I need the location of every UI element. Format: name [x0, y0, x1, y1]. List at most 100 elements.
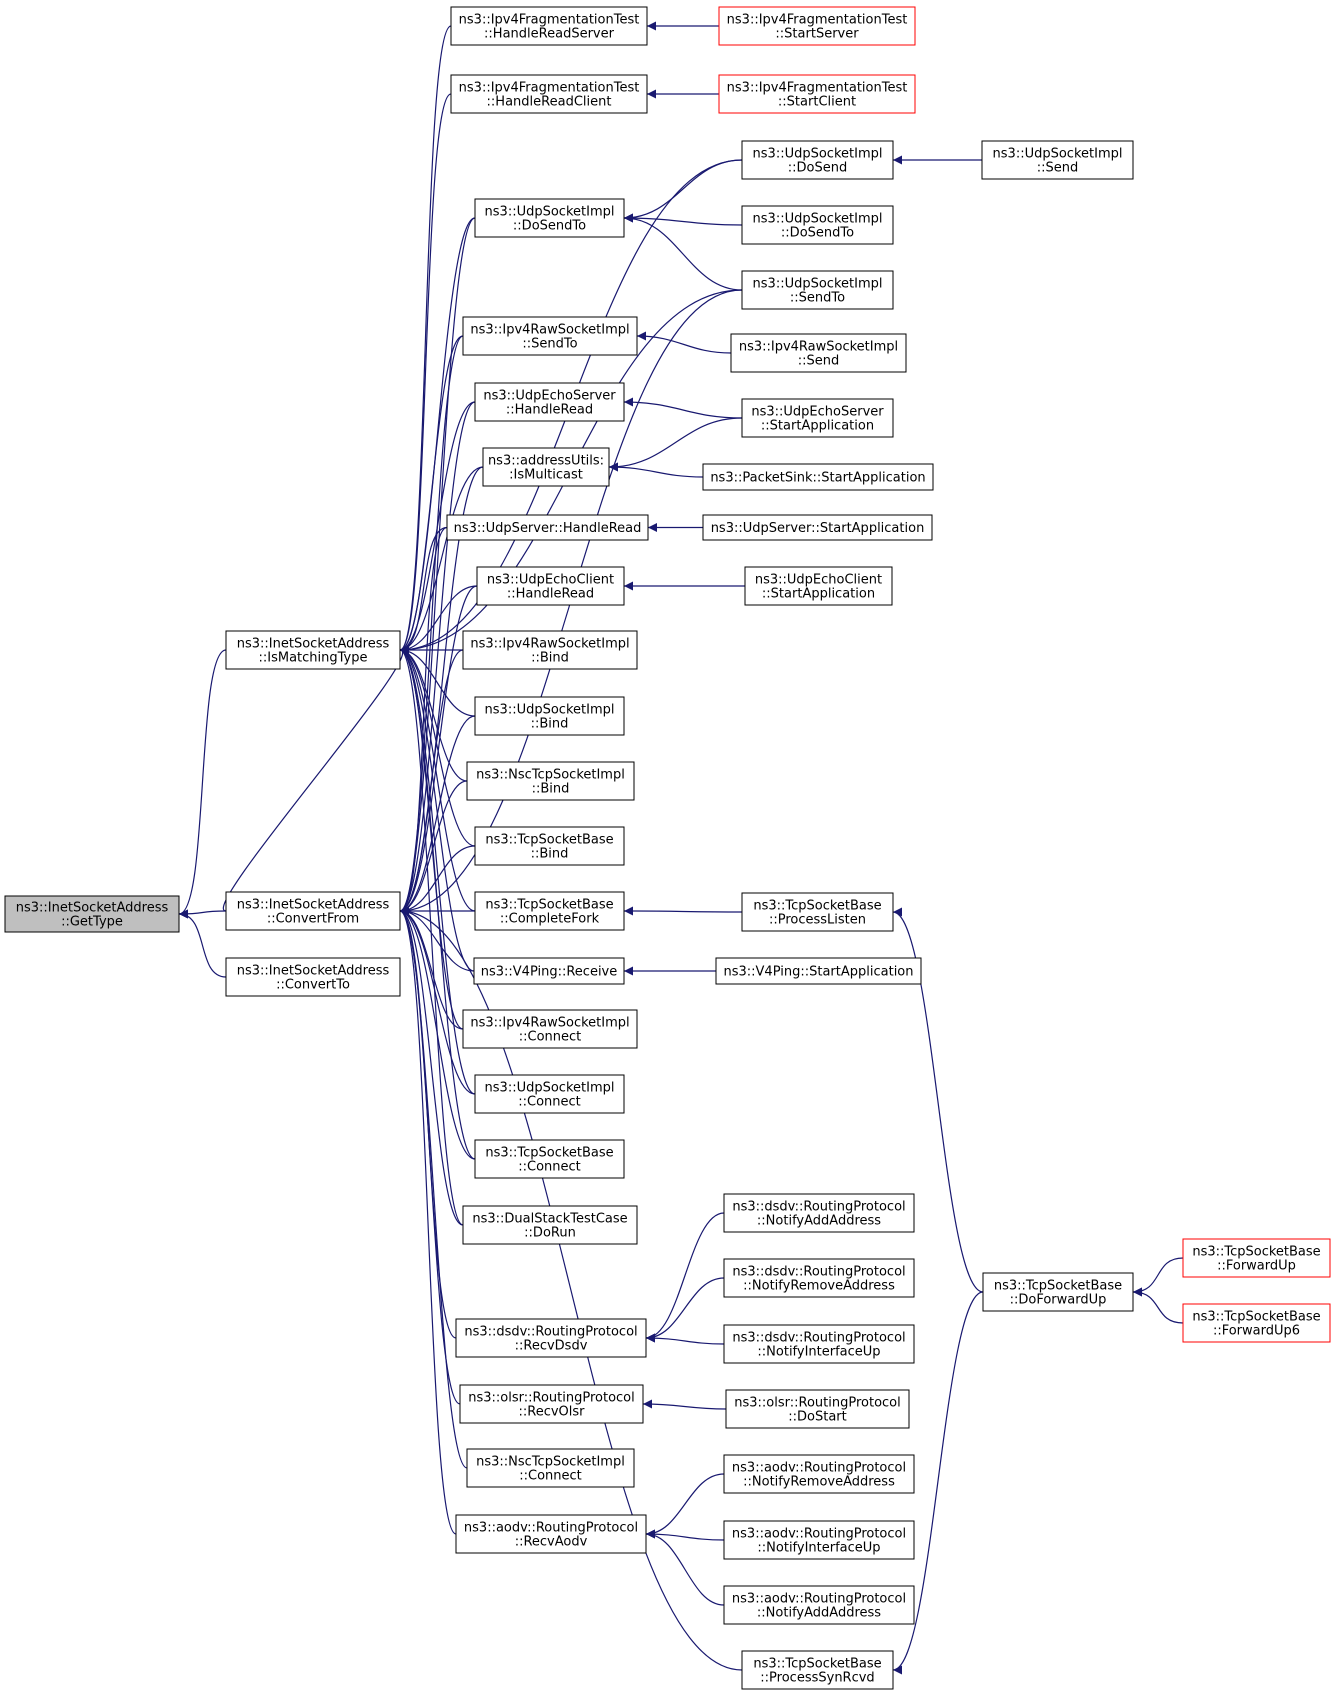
node-nscbind[interactable]: ns3::NscTcpSocketImpl::Bind	[466, 761, 635, 801]
node-label: ::DoSend	[788, 161, 847, 176]
edge-udpsendto-to-udpdosendto	[623, 213, 743, 291]
node-processsynrcvd[interactable]: ns3::TcpSocketBase::ProcessSynRcvd	[741, 1650, 894, 1690]
node-udpconnect[interactable]: ns3::UdpSocketImpl::Connect	[474, 1074, 625, 1114]
node-dsdvnotifyremove[interactable]: ns3::dsdv::RoutingProtocol::NotifyRemove…	[723, 1258, 915, 1298]
node-label: ns3::InetSocketAddress	[237, 964, 390, 979]
node-hrs[interactable]: ns3::Ipv4FragmentationTest::HandleReadSe…	[450, 6, 648, 46]
node-echoclienthr[interactable]: ns3::UdpEchoClient::HandleRead	[476, 566, 625, 606]
node-box	[741, 205, 894, 245]
edge-processlisten-to-completefork	[623, 906, 743, 916]
node-box	[718, 6, 916, 46]
node-label: ::NotifyInterfaceUp	[757, 1345, 880, 1360]
node-label: ::DoSendTo	[781, 226, 854, 241]
node-forwardup6[interactable]: ns3::TcpSocketBase::ForwardUp6	[1182, 1303, 1331, 1343]
node-tcpbind[interactable]: ns3::TcpSocketBase::Bind	[474, 826, 625, 866]
node-rawconnect[interactable]: ns3::Ipv4RawSocketImpl::Connect	[462, 1009, 638, 1049]
node-label: ::DoRun	[524, 1226, 576, 1241]
node-recvdsdv[interactable]: ns3::dsdv::RoutingProtocol::RecvDsdv	[455, 1318, 647, 1358]
node-label: ns3::aodv::RoutingProtocol	[732, 1592, 906, 1607]
node-label: ::HandleReadClient	[487, 95, 612, 110]
node-label: ::HandleRead	[506, 403, 593, 418]
node-box	[744, 566, 893, 606]
node-udpdosendto2[interactable]: ns3::UdpSocketImpl::DoSendTo	[741, 205, 894, 245]
node-udpsend[interactable]: ns3::UdpSocketImpl::Send	[981, 140, 1134, 180]
node-echoserverstart[interactable]: ns3::UdpEchoServer::StartApplication	[741, 398, 894, 438]
node-udpdosendto[interactable]: ns3::UdpSocketImpl::DoSendTo	[474, 198, 625, 238]
edge-hrc-to-ismatching	[399, 93, 452, 655]
node-convertto[interactable]: ns3::InetSocketAddress::ConvertTo	[225, 957, 401, 997]
node-box	[446, 514, 649, 541]
node-v4start[interactable]: ns3::V4Ping::StartApplication	[715, 957, 922, 985]
node-dsdvnotifyadd[interactable]: ns3::dsdv::RoutingProtocol::NotifyAddAdd…	[723, 1193, 915, 1233]
node-rawbind[interactable]: ns3::Ipv4RawSocketImpl::Bind	[462, 630, 638, 670]
edge-nscconnect-to-convertfrom	[399, 906, 468, 1469]
node-recvaodv[interactable]: ns3::aodv::RoutingProtocol::RecvAodv	[455, 1514, 647, 1554]
node-udpsendto[interactable]: ns3::UdpSocketImpl::SendTo	[741, 270, 894, 310]
node-ismulticast[interactable]: ns3::addressUtils::IsMulticast	[482, 447, 610, 487]
node-label: ::Connect	[519, 1469, 582, 1484]
node-label: ::ForwardUp	[1217, 1259, 1296, 1274]
node-label: ns3::olsr::RoutingProtocol	[734, 1396, 901, 1411]
node-completefork[interactable]: ns3::TcpSocketBase::CompleteFork	[474, 891, 625, 931]
edge-aodvnotifyadd-to-recvaodv	[645, 1529, 725, 1606]
node-label: ::DoSendTo	[513, 219, 586, 234]
node-aodvnotifyup[interactable]: ns3::aodv::RoutingProtocol::NotifyInterf…	[723, 1520, 915, 1560]
node-v4receive[interactable]: ns3::V4Ping::Receive	[473, 957, 625, 985]
node-box	[1182, 1303, 1331, 1343]
node-udpdosend[interactable]: ns3::UdpSocketImpl::DoSend	[741, 140, 894, 180]
node-recvolsr[interactable]: ns3::olsr::RoutingProtocol::RecvOlsr	[459, 1384, 644, 1424]
edge-dsdvnotifyup-to-recvdsdv	[645, 1333, 725, 1345]
node-nscconnect[interactable]: ns3::NscTcpSocketImpl::Connect	[466, 1448, 635, 1488]
node-label: ns3::addressUtils:	[488, 454, 604, 469]
node-echoclientstart[interactable]: ns3::UdpEchoClient::StartApplication	[744, 566, 893, 606]
node-packetsinkstart[interactable]: ns3::PacketSink::StartApplication	[702, 463, 934, 491]
node-label: ns3::TcpSocketBase	[753, 899, 881, 914]
edges	[178, 21, 1184, 1675]
node-rawsendto[interactable]: ns3::Ipv4RawSocketImpl::SendTo	[462, 316, 638, 356]
edge-udpconnect-to-convertfrom	[399, 906, 476, 1095]
node-udpserverhr[interactable]: ns3::UdpServer::HandleRead	[446, 514, 649, 541]
edge-doforwardup-to-processlisten	[892, 907, 984, 1293]
node-rawsend[interactable]: ns3::Ipv4RawSocketImpl::Send	[730, 333, 907, 373]
node-ismatching[interactable]: ns3::InetSocketAddress::IsMatchingType	[225, 630, 401, 670]
node-forwardup[interactable]: ns3::TcpSocketBase::ForwardUp	[1182, 1238, 1331, 1278]
edge-dsdvnotifyadd-to-recvdsdv	[645, 1212, 725, 1343]
edge-udpbind-to-ismatching	[399, 645, 476, 717]
node-startclient[interactable]: ns3::Ipv4FragmentationTest::StartClient	[718, 74, 916, 114]
edge-udpbind-to-convertfrom	[399, 715, 476, 916]
edge-dualstack-to-ismatching	[399, 645, 464, 1226]
node-processlisten[interactable]: ns3::TcpSocketBase::ProcessListen	[741, 892, 894, 932]
edge-tcpbind-to-ismatching	[399, 645, 476, 847]
node-label: ns3::TcpSocketBase	[994, 1279, 1122, 1294]
node-udpserverstart[interactable]: ns3::UdpServer::StartApplication	[702, 514, 933, 541]
node-dualstack[interactable]: ns3::DualStackTestCase::DoRun	[462, 1205, 638, 1245]
node-label: ::HandleReadServer	[484, 27, 615, 42]
node-aodvnotifyadd[interactable]: ns3::aodv::RoutingProtocol::NotifyAddAdd…	[723, 1585, 915, 1625]
node-box	[455, 1514, 647, 1554]
node-box	[466, 761, 635, 801]
node-label: ::ConvertFrom	[267, 912, 359, 927]
node-dsdvnotifyup[interactable]: ns3::dsdv::RoutingProtocol::NotifyInterf…	[723, 1324, 915, 1364]
node-tcpconnect[interactable]: ns3::TcpSocketBase::Connect	[474, 1139, 625, 1179]
node-aodvnotifyremove[interactable]: ns3::aodv::RoutingProtocol::NotifyRemove…	[723, 1454, 915, 1494]
node-box	[723, 1258, 915, 1298]
node-label: ns3::UdpEchoClient	[487, 573, 614, 588]
node-startserver[interactable]: ns3::Ipv4FragmentationTest::StartServer	[718, 6, 916, 46]
node-convertfrom[interactable]: ns3::InetSocketAddress::ConvertFrom	[225, 891, 401, 931]
node-box	[474, 826, 625, 866]
node-label: ns3::TcpSocketBase	[485, 898, 613, 913]
node-label: ns3::UdpEchoServer	[751, 405, 884, 420]
node-gettype[interactable]: ns3::InetSocketAddress::GetType	[4, 895, 180, 933]
node-echoserverhr[interactable]: ns3::UdpEchoServer::HandleRead	[474, 382, 625, 422]
edge-udpconnect-to-ismatching	[399, 645, 476, 1095]
node-hrc[interactable]: ns3::Ipv4FragmentationTest::HandleReadCl…	[450, 74, 648, 114]
node-box	[474, 891, 625, 931]
edge-forwardup-to-doforwardup	[1132, 1257, 1184, 1297]
node-label: ::ConvertTo	[276, 978, 350, 993]
edge-recvaodv-to-convertfrom	[399, 906, 457, 1535]
node-olsrdostart[interactable]: ns3::olsr::RoutingProtocol::DoStart	[725, 1389, 910, 1429]
node-label: ns3::UdpSocketImpl	[485, 1081, 615, 1096]
node-udpbind[interactable]: ns3::UdpSocketImpl::Bind	[474, 696, 625, 736]
node-box	[725, 1389, 910, 1429]
node-doforwardup[interactable]: ns3::TcpSocketBase::DoForwardUp	[982, 1272, 1134, 1312]
